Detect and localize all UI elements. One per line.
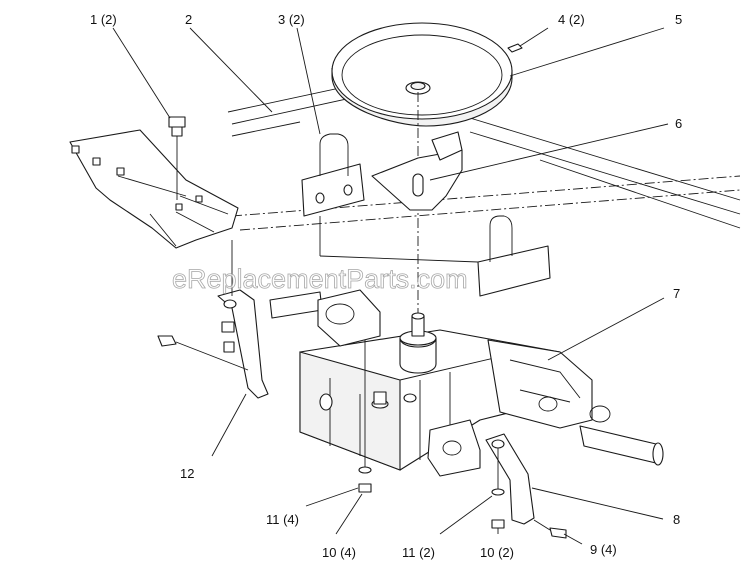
callout-leaders xyxy=(112,27,669,545)
key-part-4 xyxy=(507,43,523,53)
bolt-part-9-left xyxy=(157,335,249,371)
watermark-text: eReplacementParts.com xyxy=(172,264,468,294)
left-bracket-plate xyxy=(69,129,239,249)
mount-bracket-part-8 xyxy=(485,433,535,525)
washer-nut-stack-left xyxy=(358,340,372,493)
callout-6: 6 xyxy=(675,116,682,131)
bolt-part-1 xyxy=(168,116,186,200)
callout-4: 4 (2) xyxy=(558,12,585,27)
callout-11-left: 11 (4) xyxy=(266,512,299,527)
callout-8: 8 xyxy=(673,512,680,527)
callout-12: 12 xyxy=(180,466,194,481)
u-bolt-clamp-lower xyxy=(319,215,551,297)
bolt-part-9-right xyxy=(533,519,567,539)
callout-5: 5 xyxy=(675,12,682,27)
callout-3: 3 (2) xyxy=(278,12,305,27)
callout-9: 9 (4) xyxy=(590,542,617,557)
idler-bracket-part-6 xyxy=(371,131,463,211)
u-bolt-clamp-part-3 xyxy=(301,133,365,256)
callout-labels: 1 (2) 2 3 (2) 4 (2) 5 6 7 8 9 (4) 10 (4)… xyxy=(90,12,682,560)
mount-bracket-part-12 xyxy=(217,240,269,399)
callout-2: 2 xyxy=(185,12,192,27)
washer-nut-stack-right xyxy=(491,448,505,529)
callout-10-right: 10 (2) xyxy=(480,545,514,560)
pulley-part-5 xyxy=(331,22,513,127)
callout-10-left: 10 (4) xyxy=(322,545,356,560)
transaxle-part-7 xyxy=(269,289,664,477)
callout-1: 1 (2) xyxy=(90,12,117,27)
callout-7: 7 xyxy=(673,286,680,301)
callout-11-right: 11 (2) xyxy=(402,545,435,560)
